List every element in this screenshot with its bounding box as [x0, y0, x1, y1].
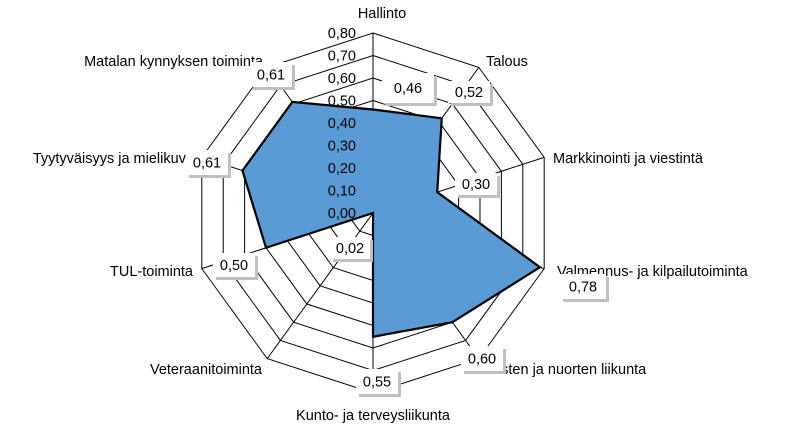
data-labels: 0,46 0,52 0,30 0,78 0,60 0,55 0,02 0,50 0,61 0,61 [186, 62, 609, 397]
data-label-text: 0,02 [336, 241, 364, 257]
data-label-box [448, 81, 490, 103]
category-label: Tyytyväisyys ja mielikuva [33, 151, 195, 167]
data-label-box [250, 62, 292, 87]
data-label-box [356, 369, 398, 394]
data-label-box [455, 173, 497, 195]
tick-label: 0,50 [328, 94, 356, 110]
data-label: 0,78 [560, 274, 609, 302]
tick-label: 0,80 [328, 26, 356, 42]
tick-label: 0,10 [328, 184, 356, 200]
tick-label: 0,60 [328, 71, 356, 87]
data-label: 0,61 [186, 150, 231, 178]
data-label-text: 0,50 [220, 258, 248, 274]
radial-tick-labels: 0,00 0,10 0,20 0,30 0,40 0,50 0,60 0,70 0,80 [328, 26, 356, 222]
category-label: Veteraanitoiminta [150, 362, 263, 378]
category-label: Markkinointi ja viestintä [553, 151, 704, 167]
data-label: 0,61 [250, 62, 295, 90]
category-label: Matalan kynnyksen toiminta [84, 54, 264, 70]
tick-label: 0,40 [328, 116, 356, 132]
tick-label: 0,70 [328, 49, 356, 65]
tick-label: 0,00 [328, 206, 356, 222]
data-label-text: 0,78 [569, 280, 597, 296]
series-area [241, 100, 542, 339]
data-label: 0,55 [356, 369, 401, 397]
data-label: 0,52 [448, 81, 493, 106]
data-label-text: 0,61 [193, 156, 221, 172]
category-label: Kunto- ja terveysliikunta [296, 408, 451, 424]
category-label: Hallinto [358, 6, 406, 22]
data-label: 0,02 [330, 237, 373, 262]
data-label-text: 0,30 [462, 177, 490, 193]
data-label-box [560, 274, 606, 299]
data-label-text: 0,55 [363, 375, 391, 391]
data-label: 0,30 [455, 173, 500, 198]
data-label-box [461, 346, 503, 371]
data-label-box [186, 150, 228, 175]
data-label: 0,46 [382, 73, 437, 106]
category-label: TUL-toiminta [110, 264, 194, 280]
tick-label: 0,20 [328, 161, 356, 177]
data-label-box [213, 253, 255, 277]
data-label-text: 0,61 [257, 68, 285, 84]
data-label-box [382, 73, 434, 103]
data-label: 0,60 [461, 346, 506, 374]
category-label: Lasten ja nuorten liikunta [485, 362, 647, 378]
category-label: Talous [486, 54, 528, 70]
radar-series [241, 100, 542, 339]
data-label-text: 0,46 [394, 81, 422, 97]
data-label-text: 0,52 [455, 85, 483, 101]
data-label: 0,50 [213, 253, 258, 280]
tick-label: 0,30 [328, 139, 356, 155]
data-label-box [330, 237, 370, 259]
data-label-text: 0,60 [468, 352, 496, 368]
